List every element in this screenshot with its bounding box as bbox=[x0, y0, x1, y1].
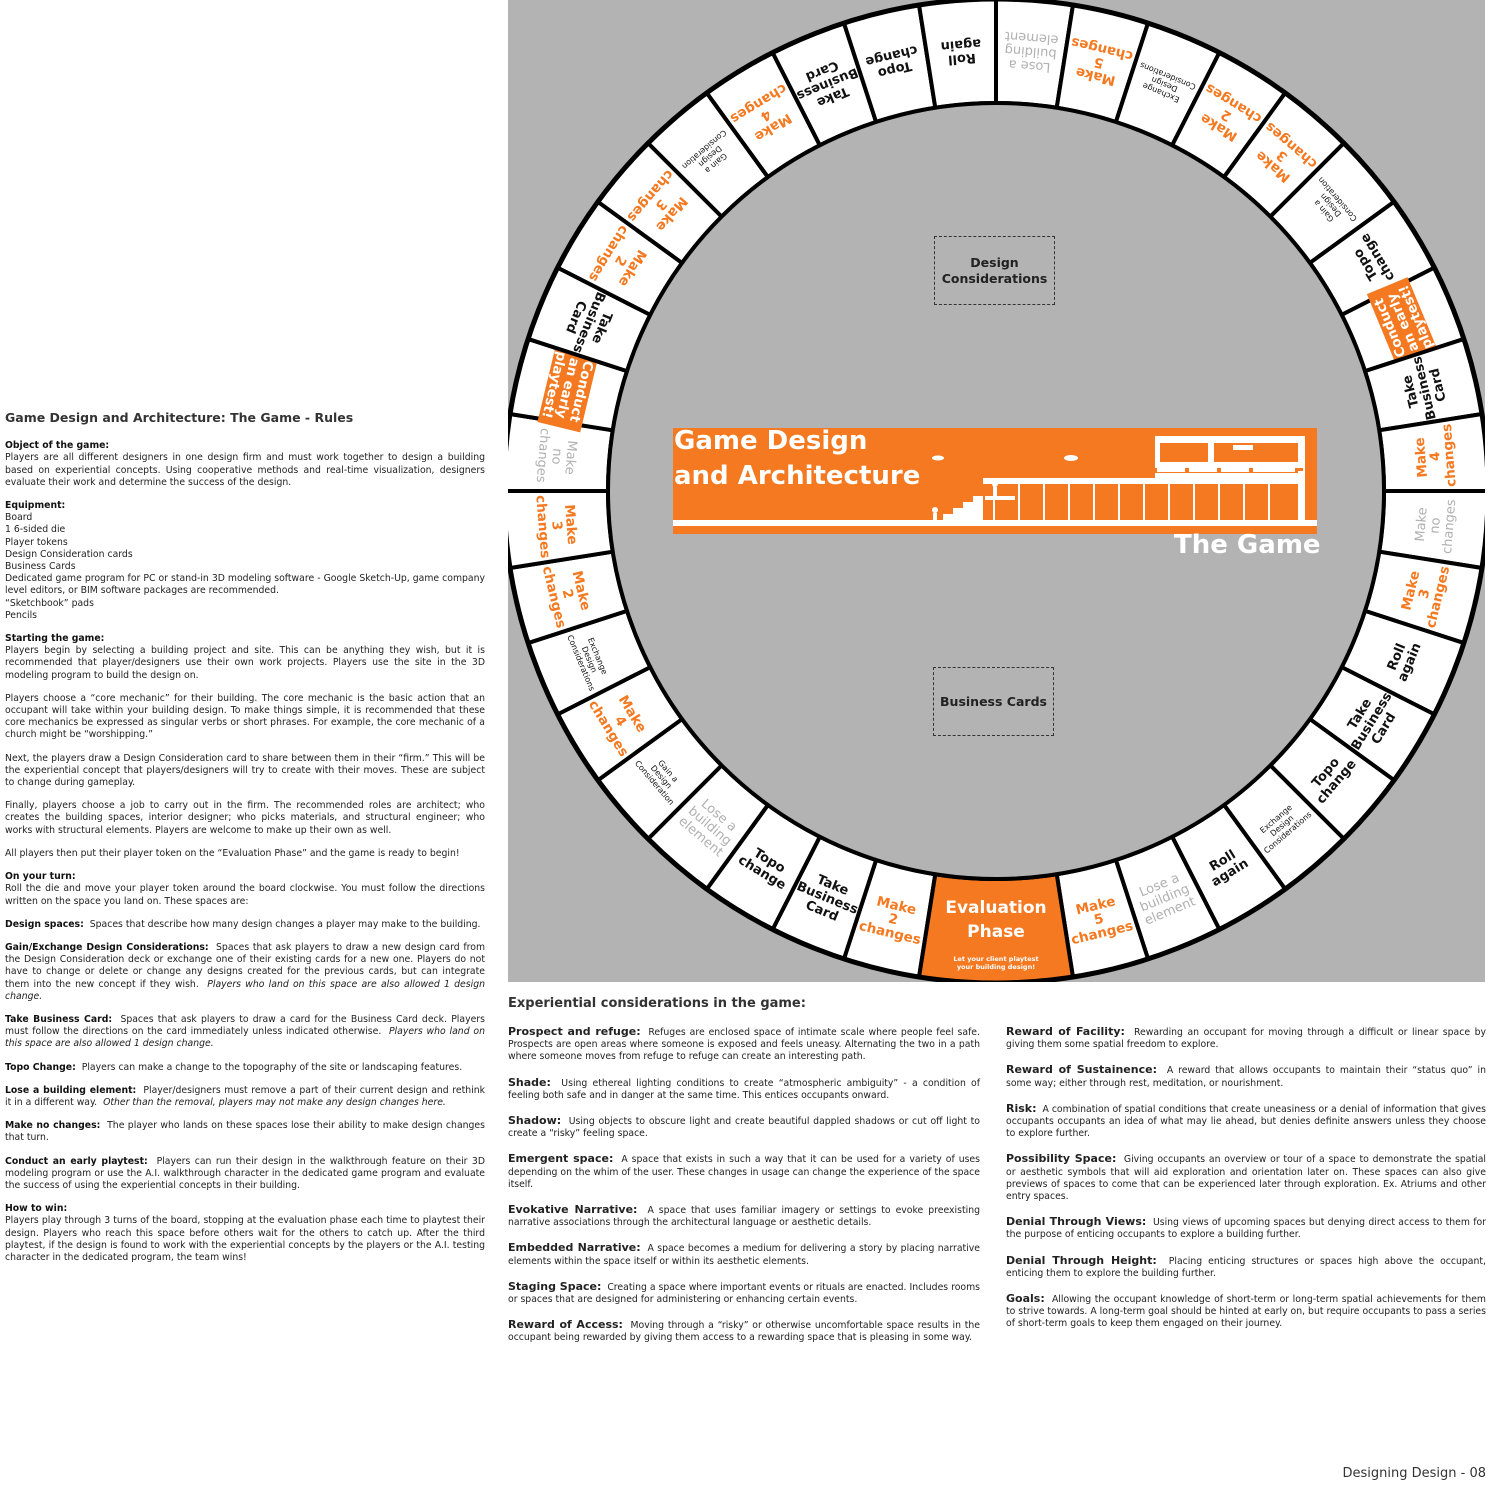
board-ring: Make2changesTakeBusinessCardTopochangeLo… bbox=[508, 0, 1485, 982]
board-space[interactable]: Topochange bbox=[1307, 199, 1438, 318]
equipment-item: Player tokens bbox=[5, 536, 68, 548]
experiential-right-column: Reward of Facility: Rewarding an occupan… bbox=[1006, 1025, 1486, 1344]
consideration-item: Reward of Access: Moving through a “risk… bbox=[508, 1318, 980, 1344]
consideration-item: Reward of Sustainence: A reward that all… bbox=[1006, 1063, 1486, 1089]
design-considerations-deck[interactable]: Design Considerations bbox=[934, 236, 1055, 305]
rules-lose: Lose a building element: Player/designer… bbox=[5, 1084, 485, 1108]
board-space-label: Rollagain bbox=[940, 35, 983, 67]
rules-win: How to win:Players play through 3 turns … bbox=[5, 1203, 485, 1263]
board-space-label: Make4changes bbox=[1411, 423, 1460, 489]
consideration-item: Denial Through Height: Placing enticing … bbox=[1006, 1253, 1486, 1279]
consideration-item: Denial Through Views: Using views of upc… bbox=[1006, 1215, 1486, 1241]
banner-title: Game Design and Architecture bbox=[674, 426, 921, 491]
rules-turn: On your turn:Roll the die and move your … bbox=[5, 871, 485, 907]
rules-starting: Starting the game:Players begin by selec… bbox=[5, 633, 485, 681]
board-space[interactable]: Make2changes bbox=[1169, 49, 1288, 180]
rules-business-card: Take Business Card: Spaces that ask play… bbox=[5, 1013, 485, 1050]
board-space-label: Makenochanges bbox=[1412, 496, 1459, 554]
board-space[interactable]: Make4changes bbox=[554, 664, 685, 783]
business-cards-deck[interactable]: Business Cards bbox=[933, 667, 1054, 736]
consideration-item: Possibility Space: Giving occupants an o… bbox=[1006, 1152, 1486, 1203]
equipment-item: Pencils bbox=[5, 609, 38, 621]
board-space-label: Makenochanges bbox=[533, 427, 580, 485]
board-space[interactable]: Make3changes bbox=[1221, 90, 1347, 220]
equipment-item: Dedicated game program for PC or stand-i… bbox=[5, 573, 485, 597]
rules-gain-exchange: Gain/Exchange Design Considerations: Spa… bbox=[5, 941, 485, 1002]
consideration-item: Evokative Narrative: A space that uses f… bbox=[508, 1203, 980, 1229]
rules-object: Object of the game:Players are all diffe… bbox=[5, 440, 485, 488]
rules-title: Game Design and Architecture: The Game -… bbox=[5, 410, 354, 425]
rules-design-spaces: Design spaces: Spaces that describe how … bbox=[5, 918, 481, 930]
equipment-item: Board bbox=[5, 512, 33, 524]
rules-playtest: Conduct an early playtest: Players can r… bbox=[5, 1155, 485, 1191]
consideration-item: Reward of Facility: Rewarding an occupan… bbox=[1006, 1025, 1486, 1051]
board-space[interactable]: TakeBusinessCard bbox=[769, 20, 879, 148]
equipment-item: Design Consideration cards bbox=[5, 548, 133, 560]
banner-subtitle: The Game bbox=[1174, 530, 1321, 560]
board-space[interactable]: ExchangeDesignConsiderations bbox=[1113, 20, 1223, 148]
equipment-item: 1 6-sided die bbox=[5, 524, 66, 536]
consideration-item: Risk: A combination of spatial condition… bbox=[1006, 1101, 1486, 1140]
rules-paragraph: Players choose a “core mechanic” for the… bbox=[5, 692, 485, 741]
board-space-label: Make3changes bbox=[532, 492, 581, 558]
consideration-item: Shade: Using ethereal lighting condition… bbox=[508, 1075, 980, 1101]
rules-topo: Topo Change: Players can make a change t… bbox=[5, 1061, 463, 1073]
title-banner bbox=[673, 428, 1317, 534]
board-space[interactable]: Lose abuildingelement bbox=[994, 0, 1076, 111]
consideration-item: Prospect and refuge: Refuges are enclose… bbox=[508, 1025, 980, 1063]
consideration-item: Shadow: Using objects to obscure light a… bbox=[508, 1114, 980, 1140]
board-space[interactable]: Lose abuildingelement bbox=[1113, 834, 1223, 962]
consideration-item: Embedded Narrative: A space becomes a me… bbox=[508, 1241, 980, 1267]
equipment-item: Business Cards bbox=[5, 561, 76, 573]
villa-silhouette-icon bbox=[673, 436, 1317, 526]
equipment-item: “Sketchbook” pads bbox=[5, 597, 94, 609]
consideration-item: Goals: Allowing the occupant knowledge o… bbox=[1006, 1292, 1486, 1330]
board-space[interactable]: Gain aDesignConsideration bbox=[645, 90, 771, 220]
rules-paragraph: Next, the players draw a Design Consider… bbox=[5, 752, 485, 789]
board-space[interactable]: Makenochanges bbox=[1376, 489, 1485, 571]
board-space-label: Conductan earlyplaytest! bbox=[1370, 282, 1437, 362]
rules-column: Game Design and Architecture: The Game -… bbox=[5, 410, 485, 1275]
board-space[interactable]: Make2changes bbox=[554, 199, 685, 318]
board-space-label: Lose abuildingelement bbox=[1002, 28, 1059, 75]
rules-no-changes: Make no changes: The player who lands on… bbox=[5, 1120, 485, 1144]
board-space-label: TakeBusinessCard bbox=[1396, 351, 1453, 424]
experiential-title: Experiential considerations in the game: bbox=[508, 996, 806, 1011]
rules-paragraph: Finally, players choose a job to carry o… bbox=[5, 800, 485, 836]
rules-paragraph: All players then put their player token … bbox=[5, 847, 460, 859]
experiential-left-column: Prospect and refuge: Refuges are enclose… bbox=[508, 1025, 980, 1358]
page-footer: Designing Design - 08 bbox=[1342, 1466, 1486, 1481]
consideration-item: Emergent space: A space that exists in s… bbox=[508, 1152, 980, 1190]
consideration-item: Staging Space: Creating a space where im… bbox=[508, 1279, 980, 1306]
rules-equipment: Equipment: Board 1 6-sided die Player to… bbox=[5, 500, 485, 621]
